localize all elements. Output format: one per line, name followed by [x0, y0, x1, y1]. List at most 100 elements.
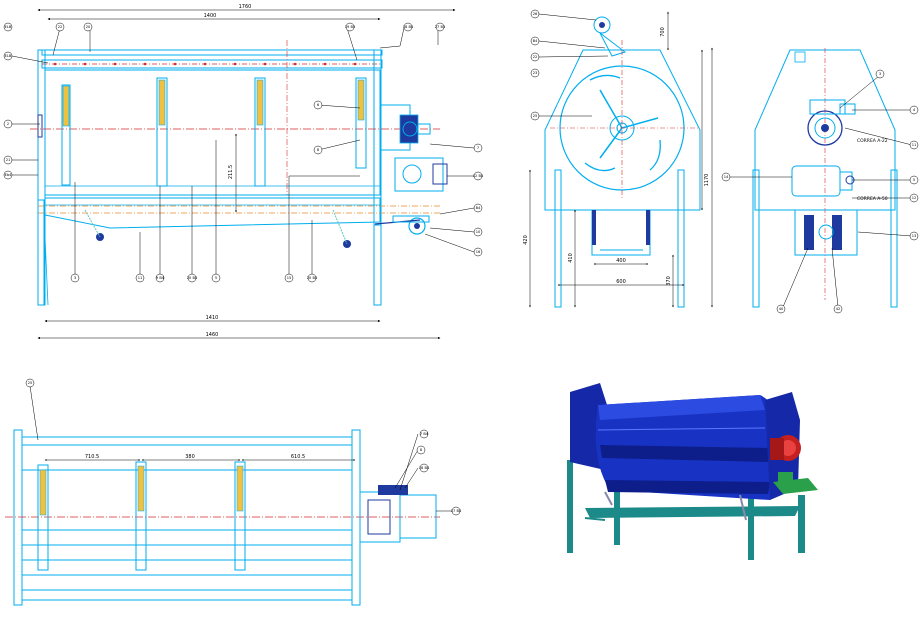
dim: 700 — [660, 27, 666, 37]
balloon: 20 — [83, 22, 93, 32]
svg-text:17 B4: 17 B4 — [451, 509, 462, 513]
balloon: 27 B3 — [435, 22, 445, 32]
svg-text:B4: B4 — [533, 39, 538, 43]
svg-text:25: 25 — [533, 114, 538, 118]
front-balloons: ELB 22 20 ELB 19 B3 18 B4 27 B3 2 21 Eb4… — [3, 22, 484, 283]
front-elevation-view: 1760 1400 — [3, 4, 484, 340]
balloon: 4 — [909, 105, 919, 115]
isometric-render — [567, 383, 818, 560]
dim: 370 — [666, 276, 672, 286]
balloon: 5 — [211, 273, 221, 283]
svg-text:2: 2 — [7, 122, 9, 126]
balloon: 20 B4 — [187, 273, 198, 283]
dim: 600 — [616, 279, 626, 285]
dim: 610.5 — [291, 454, 305, 460]
svg-text:26: 26 — [533, 12, 538, 16]
balloon: 12 B4 — [473, 171, 484, 181]
balloon: 16 — [473, 247, 483, 257]
svg-text:14: 14 — [724, 175, 729, 179]
balloon: 25 — [530, 111, 540, 121]
balloon: 10 — [473, 227, 483, 237]
svg-text:20: 20 — [86, 25, 91, 29]
svg-text:Eb4: Eb4 — [5, 173, 13, 177]
dim-bottom-outer: 1460 — [206, 332, 219, 338]
dim-inner-top: 1400 — [204, 13, 217, 19]
svg-text:21: 21 — [6, 158, 11, 162]
balloon: 26 — [530, 9, 540, 19]
svg-text:5: 5 — [913, 178, 915, 182]
svg-text:11: 11 — [912, 143, 917, 147]
left-side-balloons: 26 B4 22 23 25 — [530, 9, 540, 121]
balloon: 19 B3 — [345, 22, 355, 32]
left-side-view: 700 420 410 400 600 370 26 B4 22 23 25 — [523, 9, 703, 308]
belt-label: CORREA A-50 — [857, 196, 888, 202]
dim-mid-height: 211.5 — [228, 165, 234, 179]
svg-text:8: 8 — [420, 448, 423, 452]
right-side-balloons: 3 4 11 14 5 12 13 42 40 — [721, 69, 919, 314]
balloon: 9 B4 — [155, 273, 165, 283]
dim-bottom-inner: 1410 — [206, 315, 219, 321]
svg-text:7 B4: 7 B4 — [420, 432, 429, 436]
svg-text:4: 4 — [913, 108, 916, 112]
balloon: 3 — [70, 273, 80, 283]
right-side-view: 1170 CORREA A-22 CORREA A-50 3 4 11 14 5… — [704, 47, 919, 314]
svg-text:18 B4: 18 B4 — [419, 466, 430, 470]
svg-text:3: 3 — [74, 276, 76, 280]
balloon: 15 — [284, 273, 294, 283]
balloon: ELB — [3, 22, 13, 32]
balloon: Eb4 — [3, 170, 13, 180]
svg-text:ELB: ELB — [5, 54, 12, 58]
balloon: 22 — [55, 22, 65, 32]
svg-text:23: 23 — [533, 71, 538, 75]
svg-text:25: 25 — [28, 381, 33, 385]
balloon: 2 — [3, 119, 13, 129]
dim: 380 — [185, 454, 195, 460]
balloon: 40 — [776, 304, 786, 314]
balloon: 18 B4 — [419, 463, 430, 473]
svg-text:19 B3: 19 B3 — [345, 25, 355, 29]
svg-text:12 B4: 12 B4 — [473, 174, 484, 178]
balloon: 6 — [313, 100, 323, 110]
svg-text:6: 6 — [317, 103, 320, 107]
dim: 710.5 — [85, 454, 99, 460]
balloon: 11 — [909, 140, 919, 150]
svg-text:27 B3: 27 B3 — [435, 25, 445, 29]
balloon: B4 — [473, 203, 483, 213]
svg-text:B4: B4 — [476, 206, 481, 210]
balloon: 22 — [530, 52, 540, 62]
balloon: 8 — [416, 445, 426, 455]
dim-overall-top: 1760 — [239, 4, 252, 10]
svg-text:22: 22 — [533, 55, 538, 59]
svg-text:20 B4: 20 B4 — [307, 276, 318, 280]
svg-text:40: 40 — [779, 307, 784, 311]
balloon: B4 — [530, 36, 540, 46]
balloon: 21 — [3, 155, 13, 165]
balloon: 25 — [25, 378, 35, 388]
balloon: 5 — [909, 175, 919, 185]
balloon: 20 B4 — [307, 273, 318, 283]
svg-text:22: 22 — [58, 25, 63, 29]
svg-text:ELB: ELB — [5, 25, 12, 29]
balloon: 7 B4 — [419, 429, 429, 439]
balloon: 13 — [909, 231, 919, 241]
svg-text:16: 16 — [476, 250, 481, 254]
balloon: 3 — [875, 69, 885, 79]
dim: 410 — [568, 253, 574, 263]
balloon: ELB — [3, 51, 13, 61]
balloon: 11 — [135, 273, 145, 283]
dim: 400 — [616, 258, 626, 264]
balloon: 14 — [721, 172, 731, 182]
svg-text:18 B4: 18 B4 — [403, 25, 414, 29]
svg-text:9 B4: 9 B4 — [156, 276, 165, 280]
svg-text:8: 8 — [317, 148, 320, 152]
svg-text:7: 7 — [477, 146, 479, 150]
svg-text:20 B4: 20 B4 — [187, 276, 198, 280]
plan-view: 710.5 380 610.5 25 7 B4 8 18 B4 17 B4 — [5, 378, 462, 606]
dim: 420 — [523, 235, 529, 245]
balloon: 12 — [909, 193, 919, 203]
svg-text:12: 12 — [912, 196, 917, 200]
plan-balloons: 25 7 B4 8 18 B4 17 B4 — [25, 378, 462, 516]
svg-text:3: 3 — [879, 72, 881, 76]
svg-text:13: 13 — [912, 234, 917, 238]
